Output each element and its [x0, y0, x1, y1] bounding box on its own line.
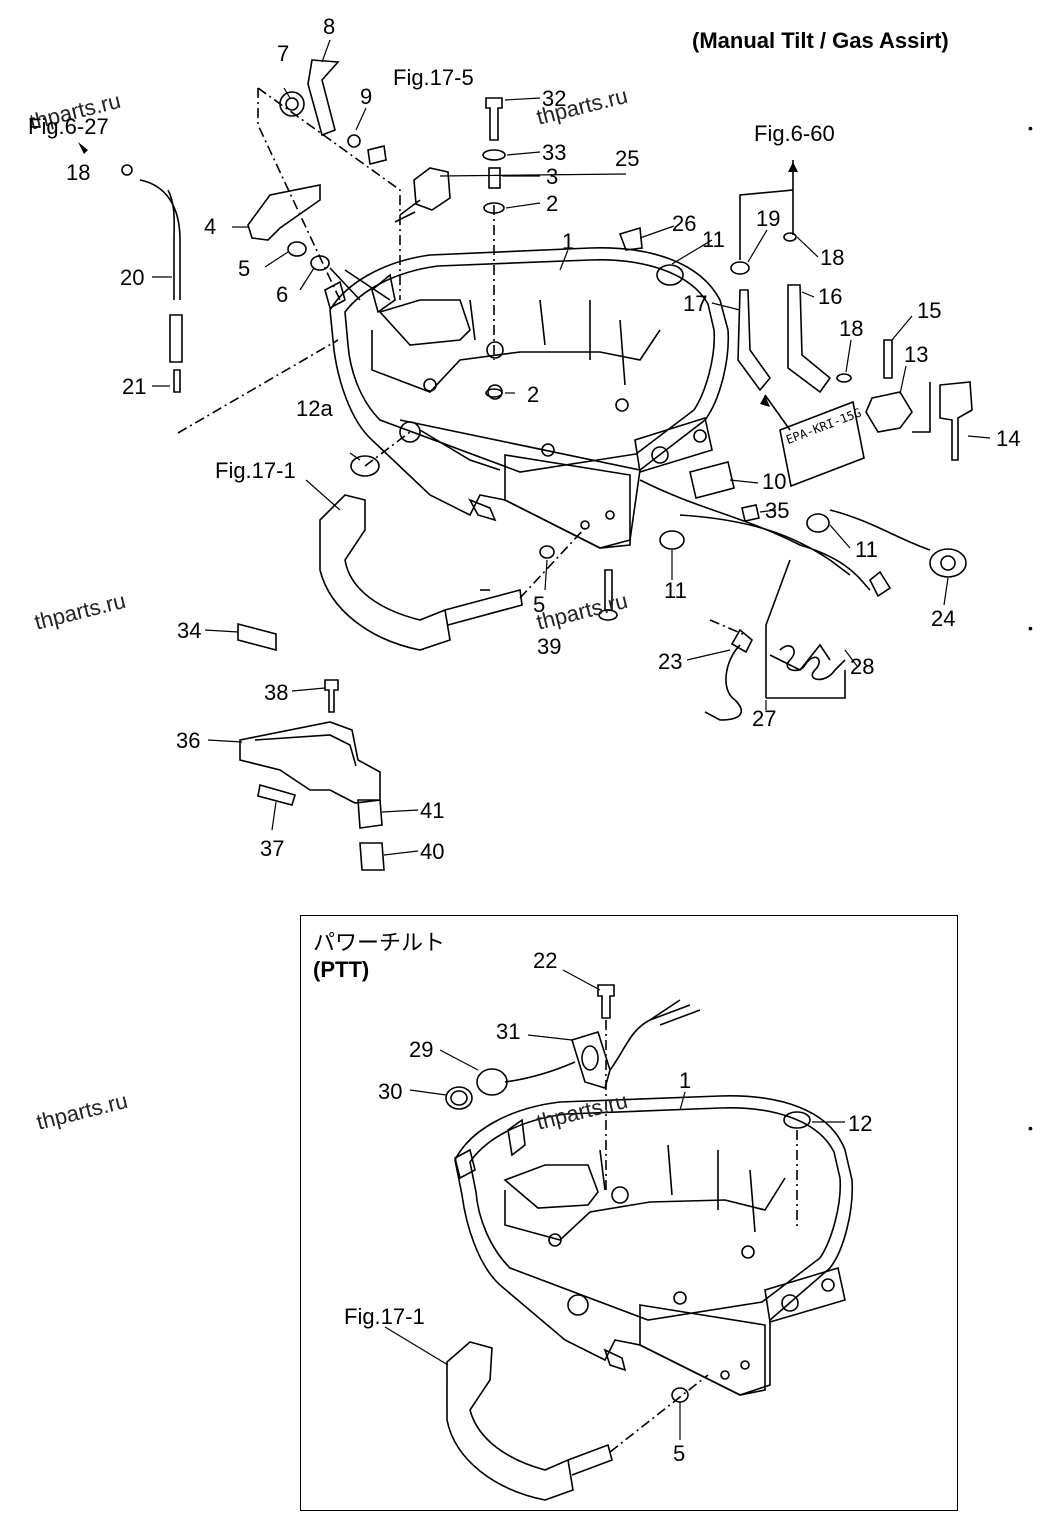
callout-33: 33: [542, 140, 567, 165]
callout-15: 15: [917, 298, 942, 323]
callout-11: 11: [664, 578, 687, 603]
edge-mark: •: [1028, 620, 1033, 636]
callout-27: 27: [752, 706, 777, 731]
callout-18: 18: [839, 316, 864, 341]
callout-36: 36: [176, 728, 201, 753]
callout-39: 39: [537, 634, 562, 659]
callout-25: 25: [615, 146, 640, 171]
callout-7: 7: [277, 41, 290, 66]
ptt-title: (PTT): [313, 957, 370, 982]
callout-24: 24: [931, 606, 956, 631]
callout-1: 1: [562, 229, 575, 254]
callout-5: 5: [533, 592, 546, 617]
edge-mark: •: [1028, 1120, 1033, 1136]
callout-40: 40: [420, 839, 445, 864]
callout-6: 6: [276, 282, 289, 307]
callout-38: 38: [264, 680, 289, 705]
diagram-title: (Manual Tilt / Gas Assirt): [692, 28, 949, 53]
callout-3: 3: [546, 164, 559, 189]
callout-31: 31: [496, 1019, 521, 1044]
callout-35: 35: [765, 498, 790, 523]
callout-13: 13: [904, 342, 929, 367]
callout-37: 37: [260, 836, 285, 861]
figure-reference[interactable]: Fig.6-60: [754, 121, 835, 146]
callout-29: 29: [409, 1037, 434, 1062]
callout-17: 17: [683, 291, 708, 316]
figure-reference[interactable]: Fig.17-5: [393, 65, 474, 90]
callout-11: 11: [855, 537, 878, 562]
callout-16: 16: [818, 284, 843, 309]
callout-30: 30: [378, 1079, 403, 1104]
callout-9: 9: [360, 84, 373, 109]
callout-32: 32: [542, 86, 567, 111]
callout-19: 19: [756, 206, 781, 231]
callout-28: 28: [850, 654, 875, 679]
ptt-title-japanese: パワーチルト: [313, 930, 446, 955]
callout-23: 23: [658, 649, 683, 674]
edge-mark: •: [1028, 120, 1033, 136]
callout-18: 18: [66, 160, 91, 185]
figure-reference[interactable]: Fig.17-1: [344, 1304, 425, 1329]
callout-18: 18: [820, 245, 845, 270]
bottom-cowl-ptt: [445, 984, 854, 1501]
callout-5: 5: [238, 256, 251, 281]
callout-8: 8: [323, 14, 336, 39]
callout-41: 41: [420, 798, 445, 823]
callout-26: 26: [672, 211, 697, 236]
figure-reference[interactable]: Fig.17-1: [215, 458, 296, 483]
callout-2: 2: [527, 382, 540, 407]
callout-11: 11: [702, 227, 725, 252]
callout-10: 10: [762, 469, 787, 494]
callout-21: 21: [122, 374, 147, 399]
callout-1: 1: [679, 1068, 692, 1093]
ptt-section-frame: [300, 915, 958, 1511]
callout-20: 20: [120, 265, 145, 290]
callout-4: 4: [204, 214, 217, 239]
callout-14: 14: [996, 426, 1021, 451]
bottom-cowl-upper: [324, 247, 730, 549]
callout-22: 22: [533, 948, 558, 973]
callout-12a: 12a: [296, 396, 333, 421]
callout-2: 2: [546, 191, 559, 216]
figure-reference[interactable]: Fig.6-27: [28, 114, 109, 139]
callout-34: 34: [177, 618, 202, 643]
callout-5: 5: [673, 1441, 686, 1466]
callout-12: 12: [848, 1111, 873, 1136]
